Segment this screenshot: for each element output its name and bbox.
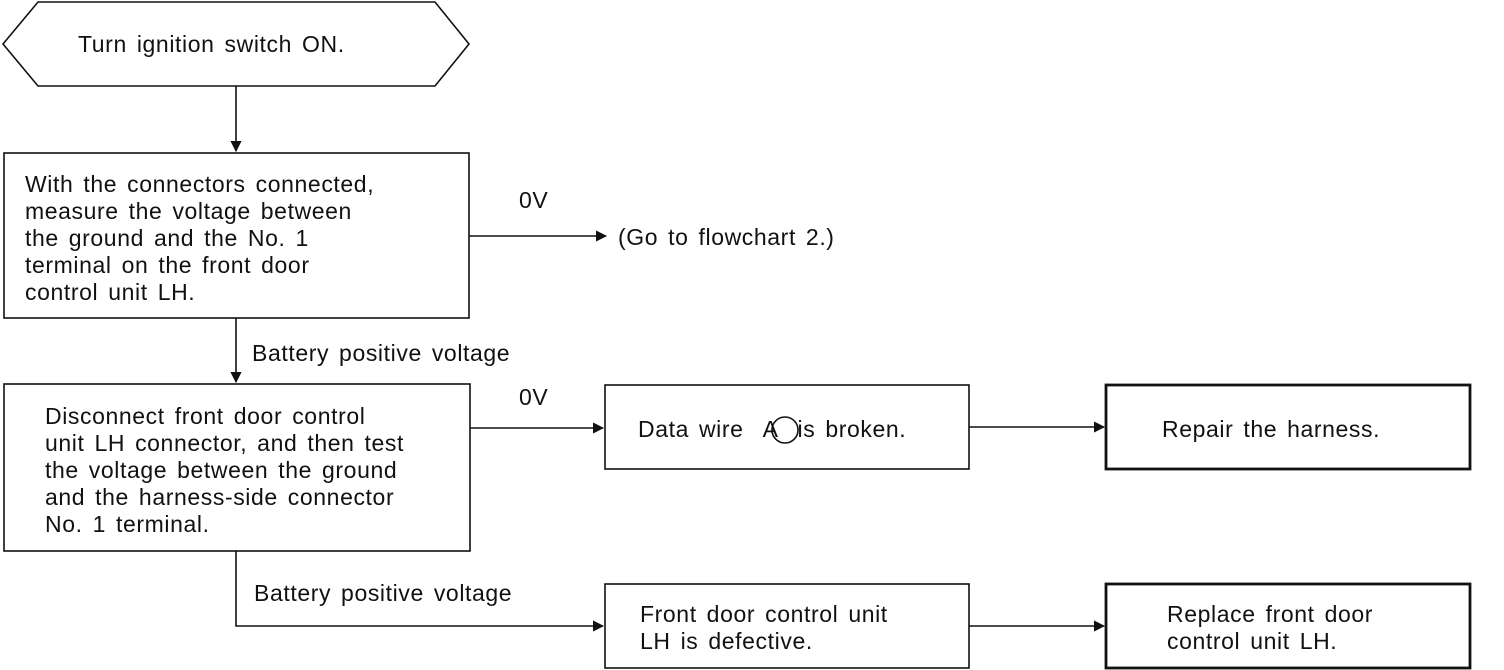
repair-harness-box	[1104, 383, 1472, 471]
unit-defective-label: Front door control unit LH is defective.	[640, 601, 888, 654]
arrow-step2-to-unit-defective	[235, 551, 605, 632]
goto-flowchart2-label: (Go to flowchart 2.)	[618, 224, 835, 250]
data-wire-marker-circle	[771, 416, 799, 444]
data-wire-broken-box	[604, 384, 970, 470]
step1-box	[3, 152, 470, 319]
step2-battery-label: Battery positive voltage	[254, 580, 513, 606]
step2-box	[3, 383, 471, 552]
step2-label: Disconnect front door control unit LH co…	[45, 403, 404, 537]
start-terminator-shape	[1, 1, 471, 87]
data-wire-text-after: is broken.	[797, 416, 907, 442]
data-wire-broken-label: Data wire A is broken.	[638, 416, 906, 443]
start-label: Turn ignition switch ON.	[78, 31, 345, 57]
step1-battery-label: Battery positive voltage	[252, 340, 511, 366]
replace-unit-label: Replace front door control unit LH.	[1167, 601, 1374, 654]
step1-label: With the connectors connected, measure t…	[25, 171, 375, 305]
step2-zero-voltage-label: 0V	[519, 384, 549, 410]
unit-defective-box	[604, 583, 970, 669]
repair-harness-label: Repair the harness.	[1162, 416, 1381, 442]
data-wire-marker-letter: A	[762, 416, 779, 442]
replace-unit-box	[1104, 582, 1472, 670]
data-wire-text-before: Data wire	[638, 416, 744, 442]
step1-zero-voltage-label: 0V	[519, 187, 549, 213]
